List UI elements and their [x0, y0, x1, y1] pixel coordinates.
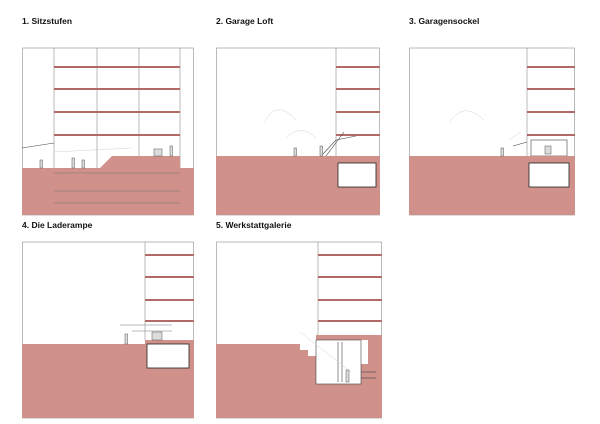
panel-laderampe: 4. Die Laderampe	[22, 220, 194, 420]
loft-structure	[325, 131, 345, 157]
section-drawing	[216, 47, 380, 216]
garage-void	[146, 343, 190, 369]
person-figure	[345, 369, 350, 383]
person-figure	[293, 147, 297, 157]
light-ray	[299, 331, 352, 373]
panel-title: 3. Garagensockel	[409, 16, 480, 26]
ground-mass	[316, 335, 368, 340]
floor-slab	[527, 134, 575, 136]
section-drawing	[22, 241, 194, 419]
panel-title: 2. Garage Loft	[216, 16, 274, 26]
floor-slab	[527, 88, 575, 90]
person-figure	[39, 159, 43, 169]
garage-void	[337, 162, 377, 188]
ground-mass	[22, 156, 194, 215]
floor-slab	[318, 320, 382, 322]
floor-slab	[145, 276, 194, 278]
loft-structure	[320, 135, 357, 157]
panel-title: 1. Sitzstufen	[22, 16, 73, 26]
canopy-line	[21, 142, 55, 149]
gallery-void	[315, 339, 362, 385]
panel-title: 4. Die Laderampe	[22, 220, 93, 230]
floor-slab	[54, 134, 180, 136]
person-figure	[500, 147, 504, 157]
floor-slab	[145, 254, 194, 256]
panel-garage-loft: 2. Garage Loft	[216, 16, 380, 216]
panel-title: 5. Werkstattgalerie	[216, 220, 292, 230]
panel-werkstattgalerie: 5. Werkstattgalerie	[216, 220, 382, 420]
floor-slab	[336, 134, 380, 136]
floor-slab	[54, 111, 180, 113]
person-figure	[319, 145, 323, 157]
floor-slab	[336, 88, 380, 90]
person-figure	[71, 157, 75, 169]
floor-slab	[527, 66, 575, 68]
floor-slab	[336, 66, 380, 68]
floor-slab	[318, 276, 382, 278]
person-figure	[124, 333, 128, 345]
floor-slab	[54, 66, 180, 68]
tree-outline	[448, 110, 522, 141]
ground-mass	[216, 335, 382, 418]
cargo-figure	[151, 331, 163, 341]
panel-garagensockel: 3. Garagensockel	[409, 16, 575, 216]
garage-void	[528, 162, 570, 188]
floor-slab	[318, 299, 382, 301]
floor-slab	[527, 111, 575, 113]
section-drawing	[216, 241, 382, 419]
sky-line	[53, 147, 133, 153]
person-figure	[81, 159, 85, 169]
person-figure	[544, 145, 552, 155]
floor-slab	[336, 111, 380, 113]
person-figure	[169, 145, 173, 157]
panel-sitzstufen: 1. Sitzstufen	[21, 16, 194, 216]
section-drawing	[409, 47, 575, 216]
floor-slab	[145, 320, 194, 322]
floor-slab	[54, 88, 180, 90]
canopy-line	[512, 141, 528, 147]
floor-slab	[318, 254, 382, 256]
tree-outline	[263, 109, 317, 139]
bench-figure	[153, 148, 163, 157]
floor-slab	[145, 299, 194, 301]
section-drawing	[21, 47, 194, 216]
